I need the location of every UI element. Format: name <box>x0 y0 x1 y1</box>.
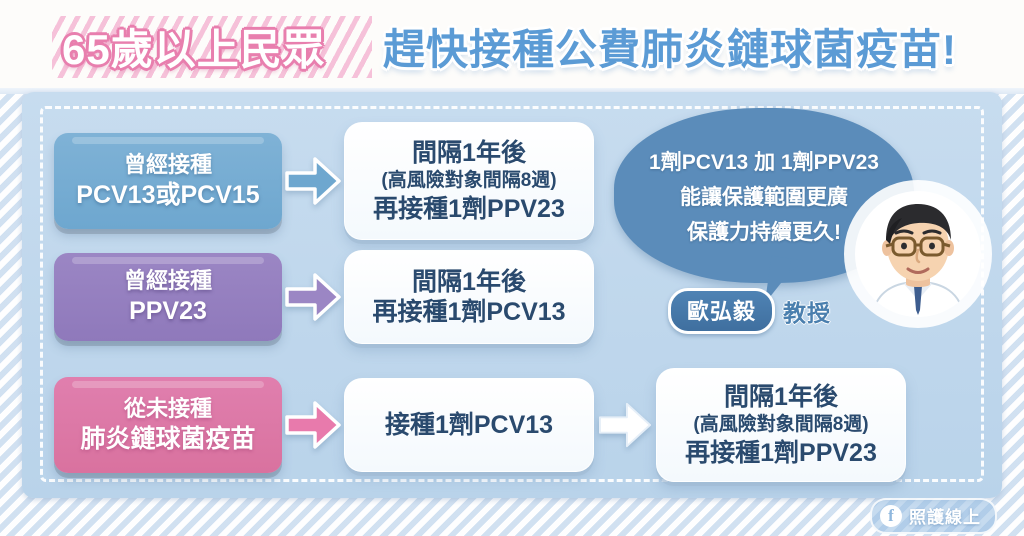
doctor-portrait-icon <box>855 191 981 317</box>
step-line-3: 再接種1劑PPV23 <box>373 195 565 224</box>
step-line-1: 接種1劑PCV13 <box>384 411 554 439</box>
flow-row-3: 從未接種 肺炎鏈球菌疫苗 接種1劑PCV13 間隔1年後 (高風險對象間隔8週)… <box>54 368 906 482</box>
arrow-white-icon <box>594 393 656 457</box>
category-box-pcv13-pcv15[interactable]: 曾經接種 PCV13或PCV15 <box>54 133 282 229</box>
step-card-row1[interactable]: 間隔1年後 (高風險對象間隔8週) 再接種1劑PPV23 <box>344 122 594 240</box>
category-box-never-vaccinated[interactable]: 從未接種 肺炎鏈球菌疫苗 <box>54 377 282 473</box>
page-title: 趕快接種公費肺炎鏈球菌疫苗! <box>383 25 957 73</box>
step-line-1: 間隔1年後 <box>412 268 526 296</box>
category-line-2: 肺炎鏈球菌疫苗 <box>80 425 256 454</box>
category-line-1: 曾經接種 <box>123 151 212 177</box>
headline-highlight: 65歲以上民眾 <box>62 25 326 73</box>
arrow-blue-icon <box>282 149 344 213</box>
bubble-line-2: 能讓保護範圍更廣 <box>680 185 848 209</box>
step-line-2: 再接種1劑PCV13 <box>372 298 566 326</box>
speech-bubble-text: 1劑PCV13 加 1劑PPV23 能讓保護範圍更廣 保護力持續更久! <box>614 108 914 283</box>
step-line-1: 間隔1年後 <box>724 382 838 411</box>
arrow-purple-icon <box>282 265 344 329</box>
dashed-border <box>40 106 984 482</box>
bubble-line-1: 1劑PCV13 加 1劑PPV23 <box>649 150 879 174</box>
step-card-row3-first[interactable]: 接種1劑PCV13 <box>344 378 594 472</box>
expert-name-badge: 歐弘毅 教授 <box>668 288 831 334</box>
step-line-2: (高風險對象間隔8週) <box>381 169 557 191</box>
expert-name: 歐弘毅 <box>668 288 776 334</box>
category-line-1: 曾經接種 <box>123 267 212 293</box>
category-line-2: PPV23 <box>129 297 207 326</box>
bubble-line-3: 保護力持續更久! <box>687 220 841 244</box>
expert-title: 教授 <box>783 300 832 326</box>
step-line-3: 再接種1劑PPV23 <box>685 439 877 468</box>
flow-row-2: 曾經接種 PPV23 間隔1年後 再接種1劑PCV13 <box>54 250 594 344</box>
facebook-icon: f <box>880 504 902 527</box>
category-line-2: PCV13或PCV15 <box>76 181 260 210</box>
arrow-pink-icon <box>282 393 344 457</box>
brand-label: 照護線上 <box>909 508 981 527</box>
category-line-1: 從未接種 <box>123 395 212 421</box>
step-card-row2[interactable]: 間隔1年後 再接種1劑PCV13 <box>344 250 594 344</box>
category-box-ppv23[interactable]: 曾經接種 PPV23 <box>54 253 282 341</box>
step-card-row3-second[interactable]: 間隔1年後 (高風險對象間隔8週) 再接種1劑PPV23 <box>656 368 906 482</box>
step-line-2: (高風險對象間隔8週) <box>693 413 869 435</box>
flow-row-1: 曾經接種 PCV13或PCV15 間隔1年後 (高風險對象間隔8週) 再接種1劑… <box>54 122 594 240</box>
title-highlight-plate <box>52 16 372 78</box>
step-line-1: 間隔1年後 <box>412 138 526 167</box>
facebook-brand-badge[interactable]: f 照護線上 <box>870 498 997 534</box>
doctor-avatar <box>844 180 992 328</box>
